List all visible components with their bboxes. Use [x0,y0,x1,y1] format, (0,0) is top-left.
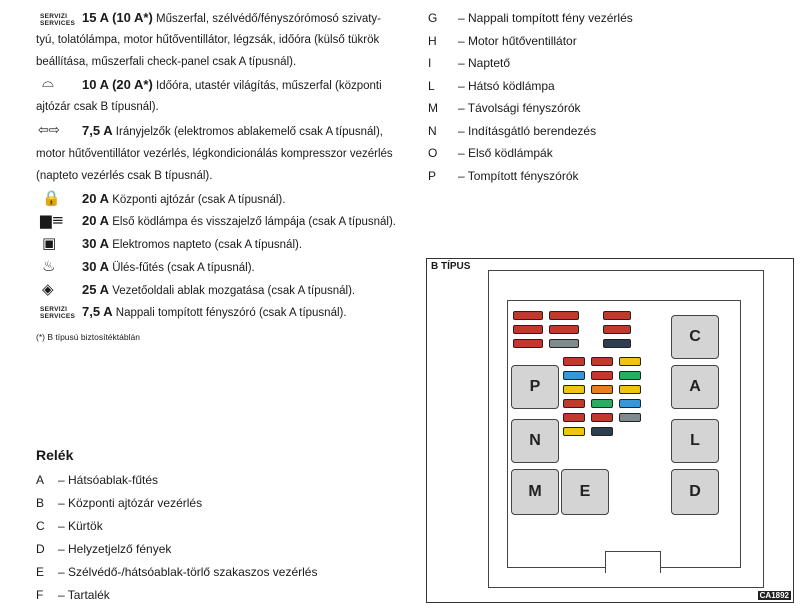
relay-item: D– Helyzetjelző fények [36,542,172,556]
fog-lamp-icon: ▆≡ [40,211,65,229]
fuse-description-cont: motor hűtőventillátor vezérlés, légkondi… [36,148,393,160]
turn-signal-icon: ⇦⇨ [38,123,60,138]
fuse [563,427,585,436]
sunroof-icon: ▣ [42,234,57,252]
fuse [549,339,579,348]
relay-item: F– Tartalék [36,588,110,602]
fuse [563,385,585,394]
fuse [603,311,631,320]
fuse [549,325,579,334]
relay-item: C– Kürtök [36,519,103,533]
relay-item: I– Naptető [428,56,511,70]
fuse-entry: 30 A Ülés-fűtés (csak A típusnál). [82,260,255,275]
fuse-description-cont: (napteto vezérlés csak B típusnál). [36,170,213,182]
fuse-amperage: 25 A [82,282,109,297]
relay-e: E [561,469,609,515]
fuse [619,399,641,408]
relay-l: L [671,419,719,463]
fuse-entry: 7,5 A Nappali tompított fényszóró (csak … [82,305,347,320]
fuse [591,427,613,436]
fuse [563,371,585,380]
fuse-entry: 25 A Vezetőoldali ablak mozgatása (csak … [82,283,355,298]
fuse [591,357,613,366]
fuse-description: Elektromos napteto (csak A típusnál). [112,239,303,251]
fuse-entry: 7,5 A Irányjelzők (elektromos ablakemelő… [82,124,383,139]
fuse [591,413,613,422]
fuse-amperage: 7,5 A [82,304,113,319]
fuse [619,413,641,422]
fuse [591,385,613,394]
fuse-description: Központi ajtózár (csak A típusnál). [112,194,286,206]
relay-n: N [511,419,559,463]
footnote: (*) B típusú biztosítéktáblán [36,332,140,342]
fuse-description-cont: tyú, tolatólámpa, motor hűtőventillátor,… [36,34,380,46]
fuse [591,371,613,380]
relay-a: A [671,365,719,409]
connector-tab [605,551,661,573]
window-icon: ◈ [42,280,54,298]
fuse [603,339,631,348]
relay-item: N– Indításgátló berendezés [428,124,597,138]
fuse-entry: 20 A Központi ajtózár (csak A típusnál). [82,192,285,207]
fuse-description: Műszerfal, szélvédő/fényszórómosó szivat… [156,13,381,25]
fusebox-outer-frame [488,270,764,588]
fuse-amperage: 30 A [82,259,109,274]
fusebox-diagram: B TÍPUS P N M E C A L D [426,258,794,603]
door-lock-icon: 🔒 [42,189,61,207]
fuse-entry: 10 A (20 A*) Időóra, utastér világítás, … [82,78,382,93]
fuse [513,311,543,320]
fuse-description: Nappali tompított fényszóró (csak A típu… [115,307,347,319]
relay-item: E– Szélvédő-/hátsóablak-törlő szakaszos … [36,565,318,579]
relay-item: H– Motor hűtőventillátor [428,34,577,48]
fuse-description: Vezetőoldali ablak mozgatása (csak A típ… [112,285,356,297]
relay-m: M [511,469,559,515]
fuse-amperage: 10 A (20 A*) [82,77,153,92]
relay-p: P [511,365,559,409]
fuse-amperage: 7,5 A [82,123,113,138]
fuse [513,325,543,334]
fuse [563,413,585,422]
relay-item: A– Hátsóablak-fűtés [36,473,159,487]
fuse-amperage: 20 A [82,213,109,228]
fuse-entry: 20 A Első ködlámpa és visszajelző lámpáj… [82,214,396,229]
dome-light-icon: ⌓ [42,73,54,91]
fuse-amperage: 30 A [82,236,109,251]
fuse [513,339,543,348]
fuse-amperage: 15 A (10 A*) [82,10,153,25]
fuse-description-cont: beállítása, műszerfali check-panel csak … [36,56,297,68]
fuse-entry: 30 A Elektromos napteto (csak A típusnál… [82,237,302,252]
fuse [619,357,641,366]
seat-heat-icon: ♨ [42,257,56,275]
relays-title: Relék [36,447,74,463]
relay-d: D [671,469,719,515]
relay-item: G– Nappali tompított fény vezérlés [428,11,633,25]
relay-item: O– Első ködlámpák [428,146,553,160]
fuse [603,325,631,334]
fuse [549,311,579,320]
fuse [619,385,641,394]
relay-item: P– Tompított fényszórók [428,169,579,183]
fuse-description: Időóra, utastér világítás, műszerfal (kö… [156,80,382,92]
fuse-block [513,307,657,447]
fuse [591,399,613,408]
relay-item: M– Távolsági fényszórók [428,101,581,115]
fuse-description: Irányjelzők (elektromos ablakemelő csak … [115,126,383,138]
fuse [563,357,585,366]
fuse-description-cont: ajtózár csak B típusnál). [36,101,159,113]
fuse-description: Ülés-fűtés (csak A típusnál). [112,262,255,274]
relay-item: L– Hátsó ködlámpa [428,79,555,93]
diagram-label: B TÍPUS [431,261,471,272]
figure-caption: CA1892 [757,591,791,600]
relay-c-top: C [671,315,719,359]
relay-item: B– Központi ajtózár vezérlés [36,496,203,510]
fuse-entry: 15 A (10 A*) Műszerfal, szélvédő/fényszó… [82,11,381,26]
fuse-description: Első ködlámpa és visszajelző lámpája (cs… [112,216,396,228]
fuse [619,371,641,380]
fuse [563,399,585,408]
fuse-amperage: 20 A [82,191,109,206]
